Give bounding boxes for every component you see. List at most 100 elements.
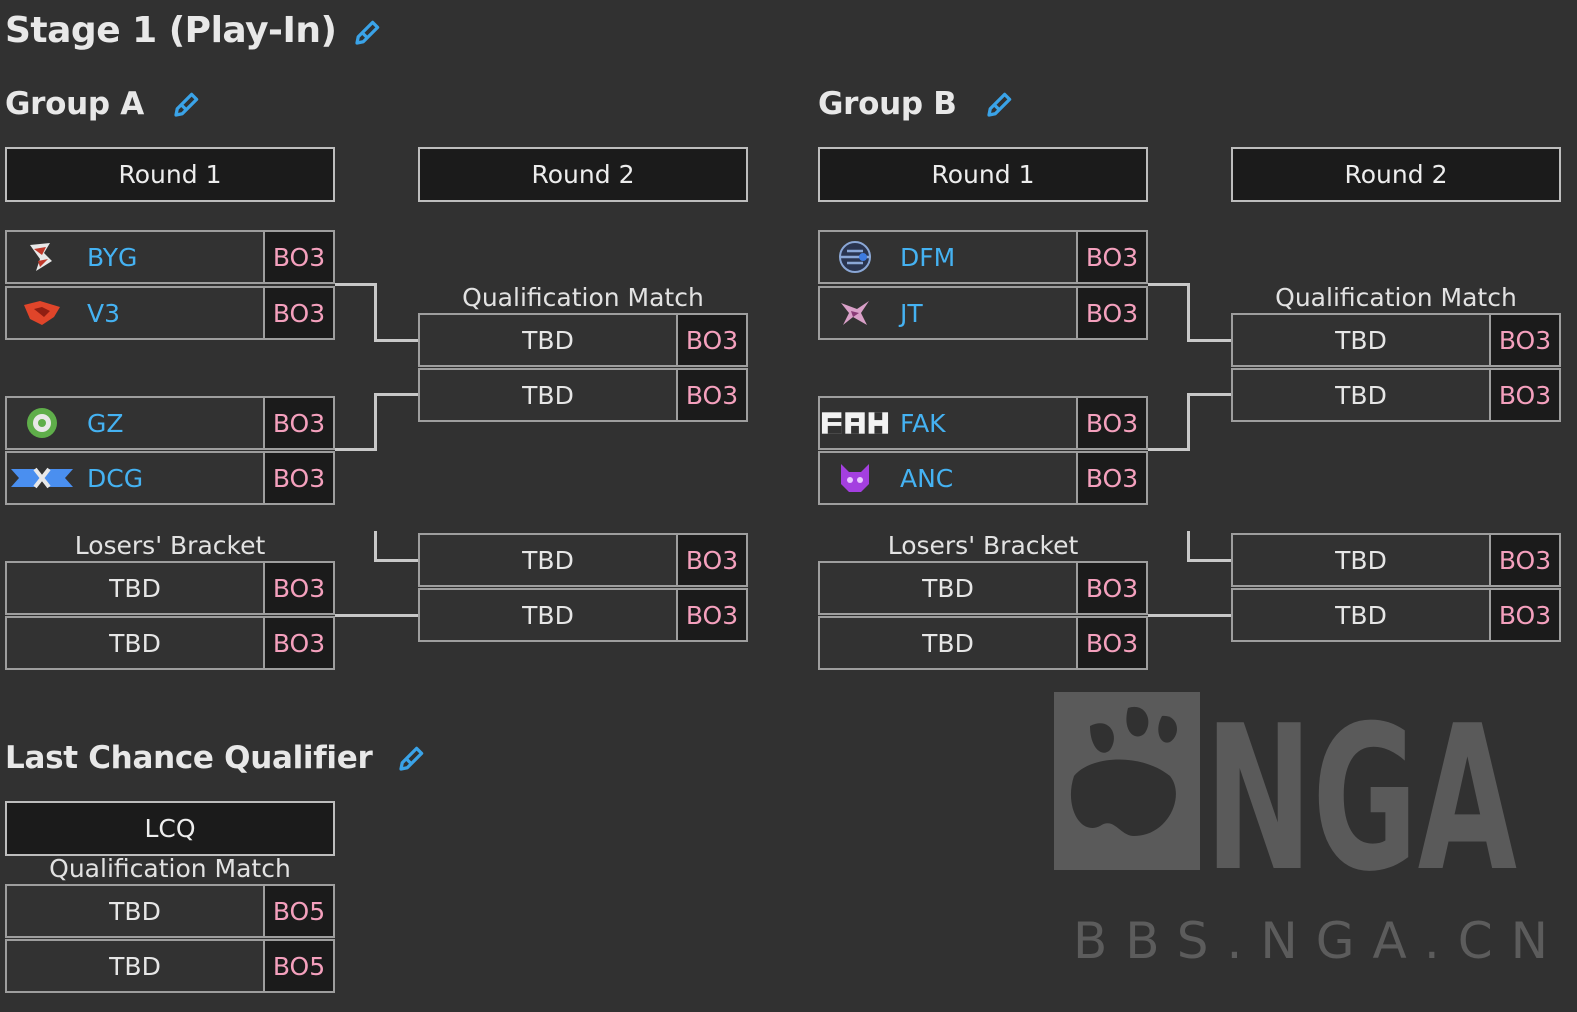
- match-slot[interactable]: V3 BO3: [5, 286, 335, 340]
- team-entry[interactable]: TBD: [109, 573, 161, 603]
- team-entry[interactable]: DFM: [820, 232, 1076, 282]
- v3-logo-icon: [7, 293, 77, 333]
- bracket-connector: [374, 531, 377, 561]
- best-of-label: BO3: [1076, 398, 1146, 448]
- match-slot[interactable]: JT BO3: [818, 286, 1148, 340]
- best-of-label: BO3: [1489, 315, 1559, 365]
- match-slot[interactable]: TBD BO3: [1231, 588, 1561, 642]
- best-of-label: BO3: [263, 618, 333, 668]
- best-of-label: BO3: [1489, 370, 1559, 420]
- match-slot[interactable]: TBD BO3: [418, 588, 748, 642]
- best-of-label: BO3: [1489, 535, 1559, 585]
- match-slot[interactable]: TBD BO3: [5, 561, 335, 615]
- match-slot[interactable]: DCG BO3: [5, 451, 335, 505]
- team-name: ANC: [900, 463, 954, 493]
- edit-stage-icon[interactable]: [352, 18, 382, 48]
- bracket-connector: [335, 448, 377, 451]
- best-of-label: BO3: [676, 590, 746, 640]
- best-of-label: BO3: [1076, 288, 1146, 338]
- edit-group-b-icon[interactable]: [984, 90, 1014, 120]
- bracket-connector: [1148, 283, 1190, 286]
- team-entry[interactable]: TBD: [1335, 325, 1387, 355]
- team-entry[interactable]: DCG: [7, 453, 263, 503]
- team-entry[interactable]: BYG: [7, 232, 263, 282]
- team-entry[interactable]: JT: [820, 288, 1076, 338]
- match-slot[interactable]: TBD BO3: [418, 533, 748, 587]
- match-slot[interactable]: TBD BO3: [418, 313, 748, 367]
- group-a-title: Group A: [5, 86, 144, 122]
- losers-bracket-label: Losers' Bracket: [887, 531, 1079, 560]
- team-entry[interactable]: TBD: [109, 896, 161, 926]
- match-slot[interactable]: FAK BO3: [818, 396, 1148, 450]
- match-slot[interactable]: ANC BO3: [818, 451, 1148, 505]
- team-name: FAK: [900, 408, 946, 438]
- team-entry[interactable]: TBD: [522, 380, 574, 410]
- team-name: BYG: [87, 242, 138, 272]
- bracket-connector: [1187, 393, 1231, 396]
- match-slot[interactable]: TBD BO3: [1231, 368, 1561, 422]
- bracket-connector: [1187, 531, 1190, 561]
- team-entry[interactable]: TBD: [109, 628, 161, 658]
- bracket-connector: [374, 339, 418, 342]
- bracket-connector: [374, 393, 377, 451]
- match-slot[interactable]: TBD BO5: [5, 939, 335, 993]
- team-entry[interactable]: TBD: [1335, 600, 1387, 630]
- group-b-title: Group B: [818, 86, 957, 122]
- bracket-connector: [1148, 614, 1231, 617]
- team-entry[interactable]: TBD: [522, 545, 574, 575]
- match-slot[interactable]: DFM BO3: [818, 230, 1148, 284]
- best-of-label: BO3: [1076, 453, 1146, 503]
- team-name: GZ: [87, 408, 124, 438]
- qualification-match-label: Qualification Match: [1275, 283, 1517, 312]
- match-slot[interactable]: GZ BO3: [5, 396, 335, 450]
- team-entry[interactable]: TBD: [922, 573, 974, 603]
- team-entry[interactable]: ANC: [820, 453, 1076, 503]
- team-entry[interactable]: TBD: [522, 325, 574, 355]
- best-of-label: BO5: [263, 886, 333, 936]
- bracket-connector: [335, 614, 418, 617]
- best-of-label: BO3: [676, 370, 746, 420]
- bracket-connector: [1187, 393, 1190, 451]
- fak-logo-icon: [820, 403, 890, 443]
- team-entry[interactable]: TBD: [522, 600, 574, 630]
- bracket-connector: [1187, 339, 1231, 342]
- best-of-label: BO3: [263, 563, 333, 613]
- team-entry[interactable]: TBD: [1335, 380, 1387, 410]
- best-of-label: BO3: [263, 232, 333, 282]
- team-entry[interactable]: TBD: [109, 951, 161, 981]
- lcq-title: Last Chance Qualifier: [5, 740, 373, 776]
- anc-logo-icon: [820, 458, 890, 498]
- team-entry[interactable]: FAK: [820, 398, 1076, 448]
- watermark-url: BBS.NGA.CN: [1073, 912, 1567, 970]
- edit-group-a-icon[interactable]: [171, 90, 201, 120]
- team-name: V3: [87, 298, 121, 328]
- bracket-connector: [1187, 283, 1190, 342]
- edit-lcq-icon[interactable]: [396, 744, 426, 774]
- team-entry[interactable]: GZ: [7, 398, 263, 448]
- watermark-logo-text: NGA: [1205, 686, 1517, 876]
- team-name: JT: [900, 298, 923, 328]
- dfm-logo-icon: [820, 237, 890, 277]
- losers-bracket-label: Losers' Bracket: [74, 531, 266, 560]
- best-of-label: BO3: [1076, 618, 1146, 668]
- bracket-connector: [374, 283, 377, 342]
- team-entry[interactable]: V3: [7, 288, 263, 338]
- team-name: DCG: [87, 463, 144, 493]
- match-slot[interactable]: BYG BO3: [5, 230, 335, 284]
- match-slot[interactable]: TBD BO3: [5, 616, 335, 670]
- dcg-logo-icon: [7, 458, 77, 498]
- group-a-round1-header: Round 1: [5, 147, 335, 202]
- team-entry[interactable]: TBD: [922, 628, 974, 658]
- team-name: DFM: [900, 242, 956, 272]
- best-of-label: BO3: [263, 453, 333, 503]
- match-slot[interactable]: TBD BO5: [5, 884, 335, 938]
- bracket-connector: [1187, 559, 1231, 562]
- match-slot[interactable]: TBD BO3: [1231, 533, 1561, 587]
- best-of-label: BO3: [676, 535, 746, 585]
- match-slot[interactable]: TBD BO3: [818, 616, 1148, 670]
- team-entry[interactable]: TBD: [1335, 545, 1387, 575]
- match-slot[interactable]: TBD BO3: [1231, 313, 1561, 367]
- best-of-label: BO3: [1076, 232, 1146, 282]
- match-slot[interactable]: TBD BO3: [418, 368, 748, 422]
- match-slot[interactable]: TBD BO3: [818, 561, 1148, 615]
